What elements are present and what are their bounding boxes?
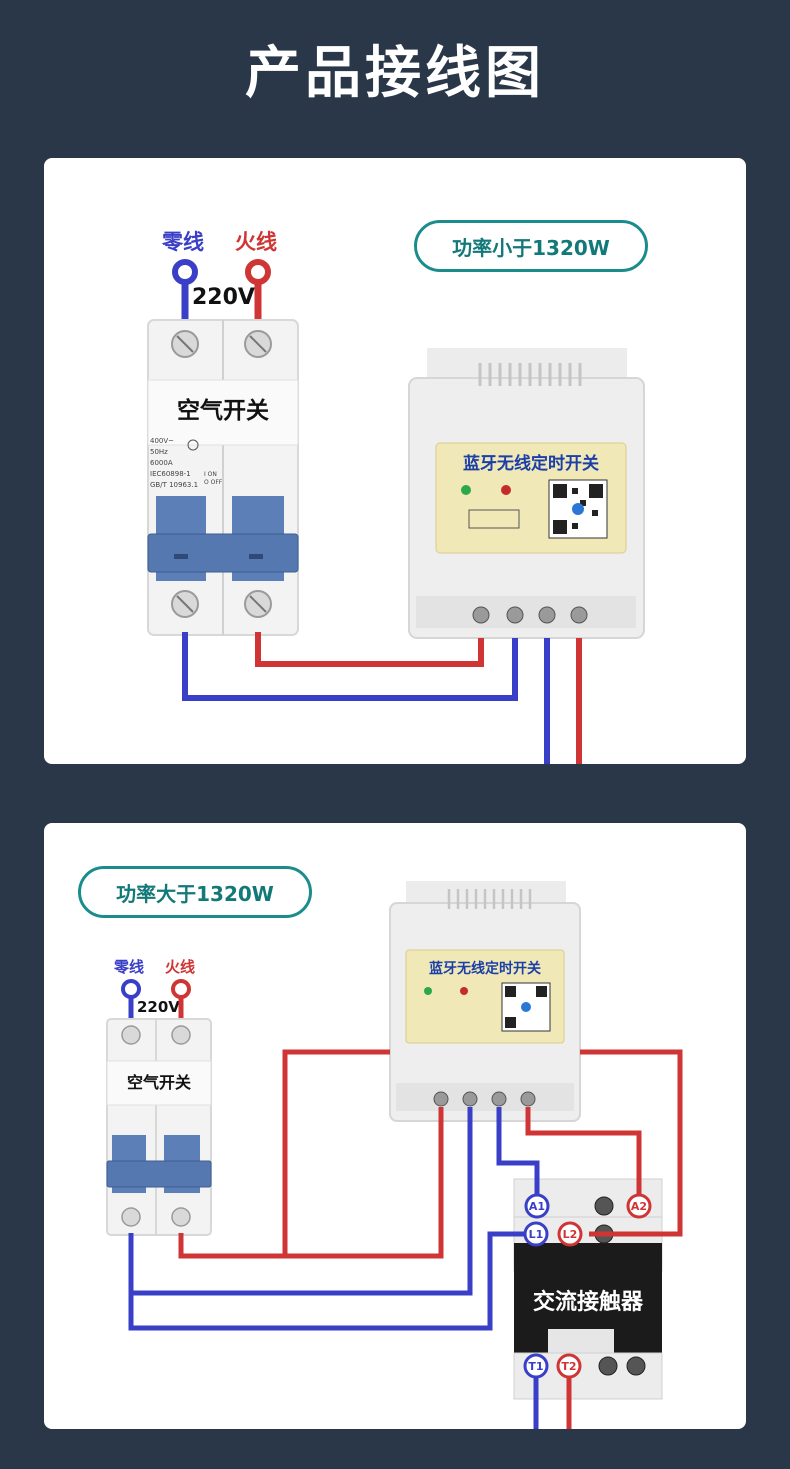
screw-icon [626, 1356, 646, 1376]
screw-icon [121, 1207, 141, 1227]
neutral-terminal-icon [121, 979, 141, 999]
power-badge: 功率小于1320W [414, 220, 648, 272]
red-led-icon [460, 987, 468, 995]
live-wire-to-device [285, 1107, 444, 1259]
live-label: 火线 [165, 958, 196, 976]
green-led-icon [461, 485, 471, 495]
screw-icon [570, 606, 588, 624]
terminal-l1 [523, 1221, 549, 1247]
spec-text: 50Hz [150, 448, 168, 456]
svg-text:T1: T1 [528, 1360, 543, 1373]
wiring-diagram-2: 空气开关 蓝牙无线定时开关 [106, 881, 683, 1429]
terminal-a1 [524, 1193, 550, 1219]
screw-icon [433, 1091, 449, 1107]
neutral-wire [128, 1107, 473, 1296]
terminal-t1 [523, 1353, 549, 1379]
neutral-wire-to-l1 [128, 1231, 525, 1331]
spec-text: 6000A [150, 459, 173, 467]
air-breaker: 空气开关 400V~ 50Hz 6000A IEC60898-1 GB/T 10… [147, 319, 299, 636]
live-wire-to-l2 [580, 1049, 683, 1237]
coil-live-wire [525, 1107, 642, 1195]
coil-neutral-wire [496, 1107, 540, 1195]
contactor-name: 交流接触器 [533, 1289, 644, 1315]
voltage-label: 220V [137, 998, 180, 1016]
bluetooth-timer-switch: 蓝牙无线定时开关 [408, 348, 645, 639]
screw-icon [598, 1356, 618, 1376]
screw-icon [538, 606, 556, 624]
spec-text: 400V~ [150, 437, 174, 445]
live-label: 火线 [235, 230, 277, 254]
screw-icon [121, 1025, 141, 1045]
breaker-lever [106, 1160, 212, 1188]
screw-icon [462, 1091, 478, 1107]
neutral-terminal-icon [172, 259, 198, 285]
terminal-t2 [556, 1353, 582, 1379]
spec-text: IEC60898-1 [150, 470, 191, 478]
screw-icon [171, 1207, 191, 1227]
bluetooth-timer-switch: 蓝牙无线定时开关 [389, 881, 581, 1122]
red-led-icon [501, 485, 511, 495]
onoff-text: I ON [204, 471, 217, 478]
breaker-name: 空气开关 [177, 397, 269, 424]
terminal-a2 [626, 1193, 652, 1219]
neutral-label: 零线 [162, 230, 204, 254]
svg-text:L2: L2 [563, 1228, 578, 1241]
air-breaker: 空气开关 [106, 1018, 212, 1236]
page-title: 产品接线图 [245, 41, 545, 106]
neutral-label: 零线 [114, 958, 145, 976]
onoff-text: O OFF [204, 479, 223, 486]
power-badge: 功率大于1320W [78, 866, 312, 918]
breaker-name: 空气开关 [127, 1073, 191, 1092]
screw-icon [506, 606, 524, 624]
screw-icon [171, 1025, 191, 1045]
screw-icon [520, 1091, 536, 1107]
svg-text:T2: T2 [561, 1360, 576, 1373]
live-wire [178, 1049, 390, 1259]
device-title: 蓝牙无线定时开关 [463, 453, 599, 474]
screw-icon [491, 1091, 507, 1107]
screw-icon [594, 1196, 614, 1216]
wiring-diagram-1: 空气开关 400V~ 50Hz 6000A IEC60898-1 GB/T 10… [147, 259, 645, 764]
bluetooth-icon [572, 503, 584, 515]
diagram-low-power: 功率小于1320W 零线 火线 220V 空气开关 400V~ 50Hz 600… [44, 158, 746, 764]
svg-text:A1: A1 [529, 1200, 545, 1213]
green-led-icon [424, 987, 432, 995]
breaker-lever [147, 533, 299, 573]
bluetooth-icon [521, 1002, 531, 1012]
spec-text: GB/T 10963.1 [150, 481, 198, 489]
ccc-icon [187, 439, 199, 451]
neutral-wire [182, 632, 518, 701]
diagram-high-power: 功率大于1320W 零线 火线 220V 空气开关 [44, 823, 746, 1429]
voltage-label: 220V [192, 285, 255, 310]
device-title: 蓝牙无线定时开关 [429, 960, 541, 977]
terminal-l2 [557, 1221, 583, 1247]
screw-icon [472, 606, 490, 624]
svg-text:A2: A2 [631, 1200, 647, 1213]
live-wire [255, 632, 484, 667]
live-terminal-icon [171, 979, 191, 999]
live-terminal-icon [245, 259, 271, 285]
svg-text:L1: L1 [529, 1228, 544, 1241]
